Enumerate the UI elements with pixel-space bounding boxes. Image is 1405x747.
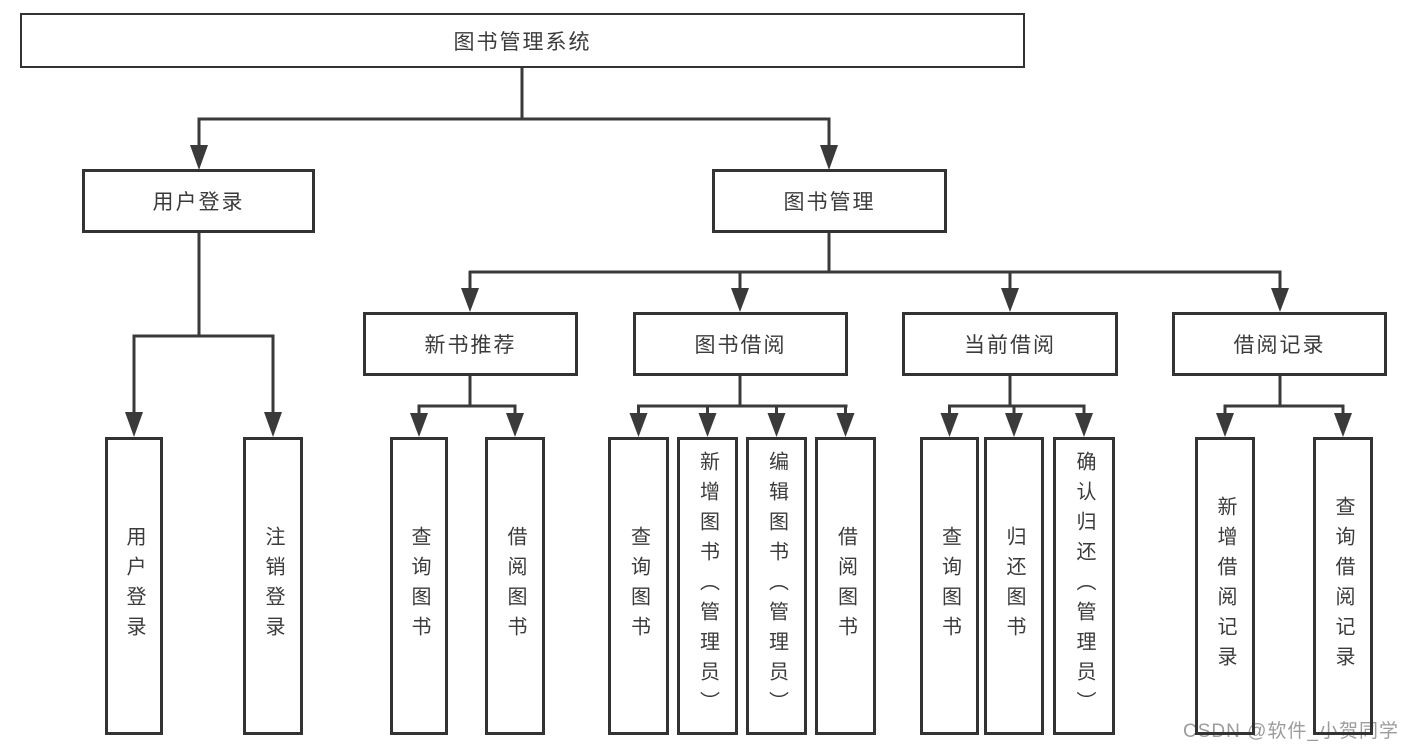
node-user-login-label: 用户登录 <box>152 191 245 214</box>
arrow-down-icon <box>264 412 282 437</box>
leaf-query-books-borrowing-label: 查询图书 <box>627 526 650 646</box>
arrow-down-icon <box>1075 413 1093 437</box>
leaf-add-borrow-record: 新增借阅记录 <box>1195 437 1255 735</box>
node-library-system: 图书管理系统 <box>20 13 1025 68</box>
leaf-borrow-books-recommend-label: 借阅图书 <box>504 526 526 646</box>
node-new-book-recommendation-label: 新书推荐 <box>424 334 517 357</box>
node-library-system-label: 图书管理系统 <box>453 30 592 54</box>
leaf-query-books-borrowing: 查询图书 <box>608 437 669 735</box>
arrow-down-icon <box>506 413 524 437</box>
leaf-borrow-books-borrowing: 借阅图书 <box>815 437 876 735</box>
connector-user-login-to-leaves <box>125 233 282 437</box>
leaf-confirm-return-admin-label: 确认归还（管理员） <box>1073 451 1095 721</box>
arrow-down-icon <box>190 145 208 170</box>
leaf-add-borrow-record-label: 新增借阅记录 <box>1214 496 1236 676</box>
connector-root-to-branches <box>190 68 838 170</box>
node-book-borrowing: 图书借阅 <box>633 312 848 376</box>
leaf-add-books-admin-label: 新增图书（管理员） <box>696 451 719 721</box>
arrow-down-icon <box>820 145 838 170</box>
arrow-down-icon <box>1271 288 1289 312</box>
arrow-down-icon <box>410 413 428 437</box>
csdn-watermark: CSDN @软件_小贺同学 <box>1183 721 1399 742</box>
arrow-down-icon <box>1005 413 1023 437</box>
node-borrow-records-label: 借阅记录 <box>1233 334 1326 357</box>
leaf-edit-books-admin: 编辑图书（管理员） <box>746 437 807 735</box>
arrow-down-icon <box>1216 413 1234 437</box>
node-current-borrowing: 当前借阅 <box>902 312 1118 376</box>
leaf-add-books-admin: 新增图书（管理员） <box>677 437 738 735</box>
leaf-query-books-recommend-label: 查询图书 <box>408 526 430 646</box>
leaf-edit-books-admin-label: 编辑图书（管理员） <box>765 451 788 721</box>
arrow-down-icon <box>125 412 143 437</box>
arrow-down-icon <box>1334 413 1352 437</box>
leaf-query-borrow-record: 查询借阅记录 <box>1313 437 1373 735</box>
leaf-return-books-label: 归还图书 <box>1003 526 1025 646</box>
arrow-down-icon <box>461 288 479 312</box>
leaf-query-books-recommend: 查询图书 <box>390 437 448 735</box>
connector-book-management-to-level3 <box>461 233 1289 312</box>
node-user-login: 用户登录 <box>82 169 315 233</box>
leaf-logout-label: 注销登录 <box>262 526 284 646</box>
node-book-management-label: 图书管理 <box>783 191 876 214</box>
leaf-query-borrow-record-label: 查询借阅记录 <box>1332 496 1354 676</box>
node-book-management: 图书管理 <box>712 169 947 233</box>
connector-book-borrowing-to-leaves <box>629 376 855 437</box>
node-book-borrowing-label: 图书借阅 <box>694 334 787 357</box>
leaf-user-login-label: 用户登录 <box>123 526 145 646</box>
leaf-return-books: 归还图书 <box>984 437 1044 735</box>
leaf-logout: 注销登录 <box>243 437 303 735</box>
leaf-confirm-return-admin: 确认归还（管理员） <box>1053 437 1115 735</box>
arrow-down-icon <box>1001 288 1019 312</box>
leaf-query-books-current: 查询图书 <box>920 437 979 735</box>
arrow-down-icon <box>836 413 855 437</box>
leaf-borrow-books-recommend: 借阅图书 <box>485 437 545 735</box>
arrow-down-icon <box>698 413 717 437</box>
node-borrow-records: 借阅记录 <box>1172 312 1387 376</box>
leaf-borrow-books-borrowing-label: 借阅图书 <box>834 526 857 646</box>
node-current-borrowing-label: 当前借阅 <box>964 334 1056 357</box>
arrow-down-icon <box>767 413 786 437</box>
node-new-book-recommendation: 新书推荐 <box>363 312 578 376</box>
arrow-down-icon <box>940 413 959 437</box>
connector-current-borrowing-to-leaves <box>940 376 1093 437</box>
arrow-down-icon <box>629 413 648 437</box>
leaf-user-login: 用户登录 <box>105 437 163 735</box>
connector-borrow-records-to-leaves <box>1216 376 1352 437</box>
connector-new-book-to-leaves <box>410 376 524 437</box>
leaf-query-books-current-label: 查询图书 <box>938 526 961 646</box>
arrow-down-icon <box>731 288 749 312</box>
